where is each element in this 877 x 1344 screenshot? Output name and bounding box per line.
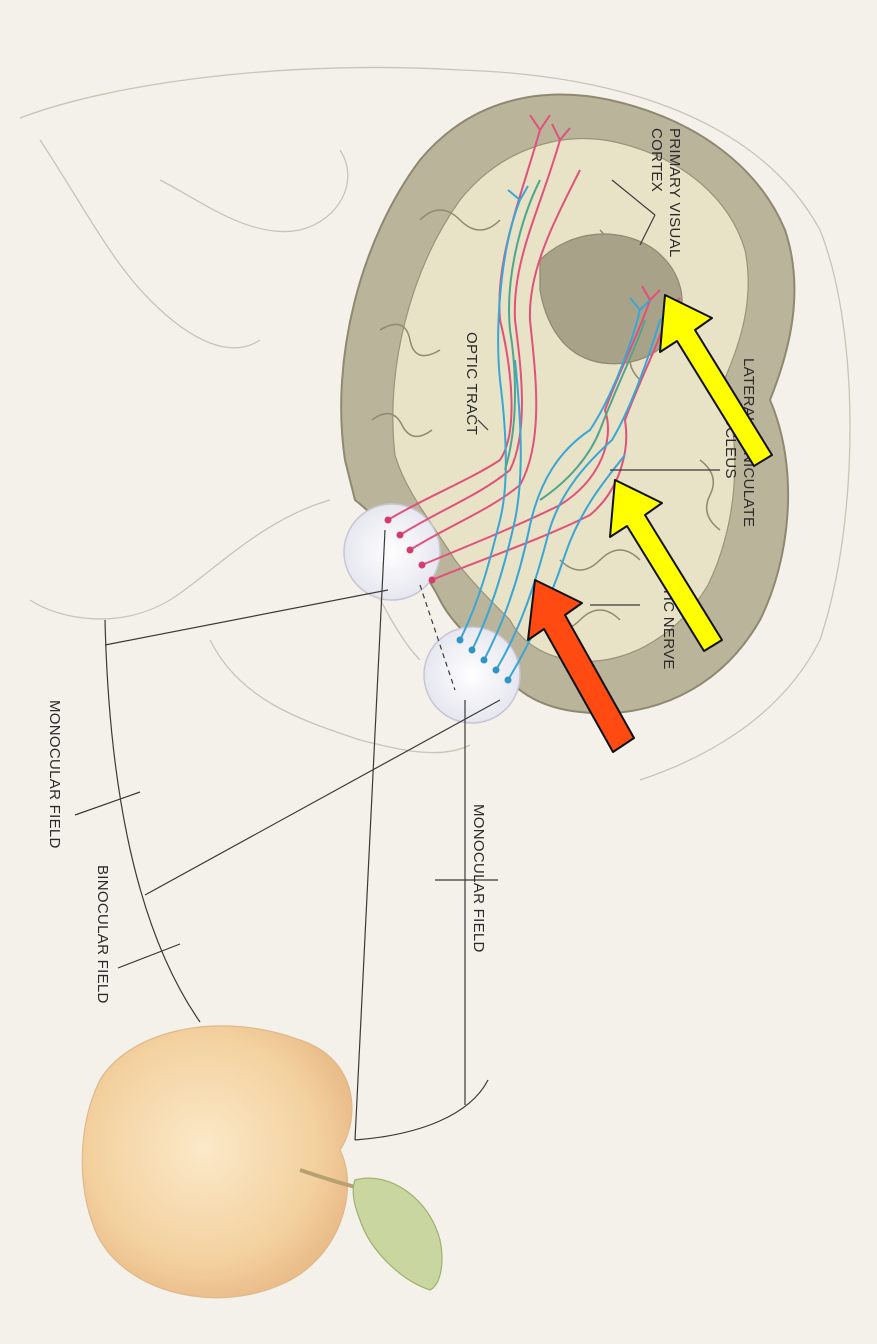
label-optic-tract: OPTIC TRACT <box>463 332 480 435</box>
label-monocular-field-left: MONOCULAR FIELD <box>46 700 63 849</box>
leaf-icon <box>353 1178 442 1290</box>
right-eye <box>424 627 520 723</box>
label-primary-visual-cortex-2: CORTEX <box>648 128 665 192</box>
label-binocular-field: BINOCULAR FIELD <box>94 865 111 1004</box>
label-monocular-field-right: MONOCULAR FIELD <box>470 804 487 953</box>
label-primary-visual-cortex-1: PRIMARY VISUAL <box>666 128 683 258</box>
apple-illustration <box>82 1026 442 1298</box>
